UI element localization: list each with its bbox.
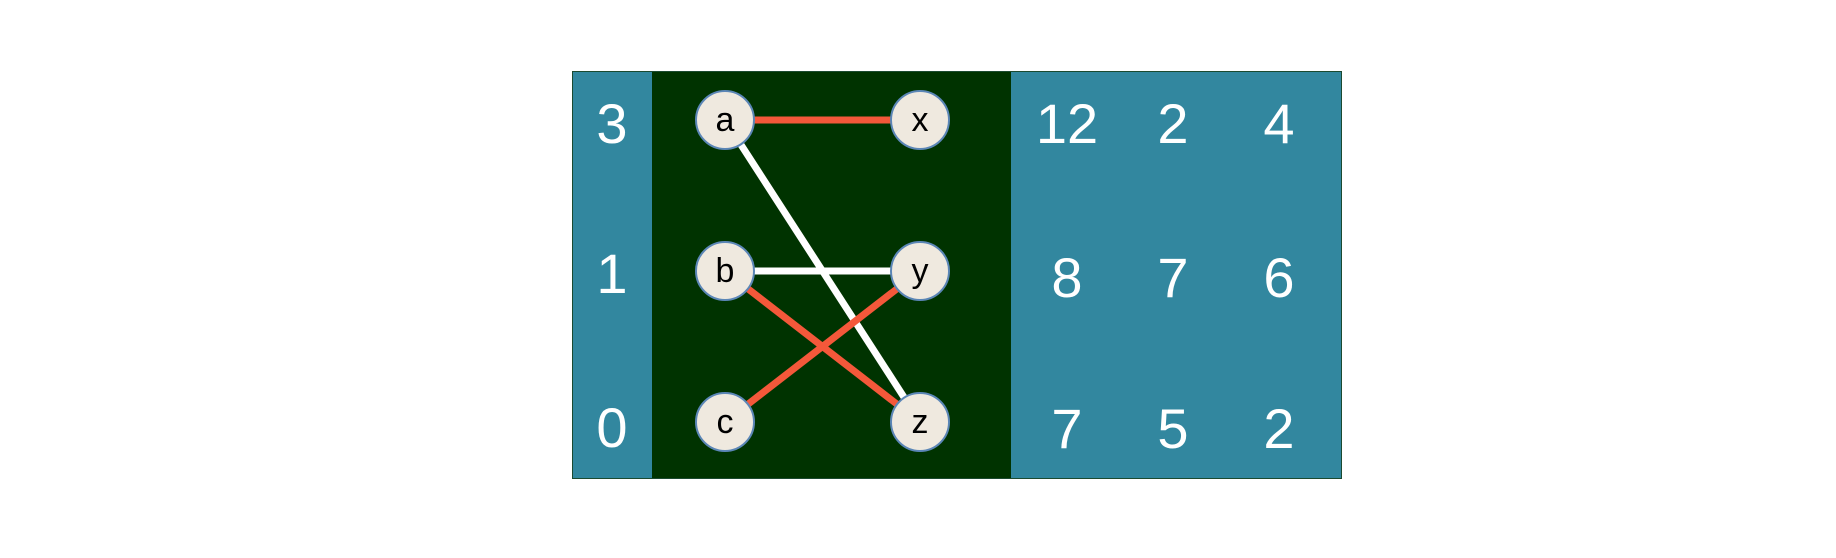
matrix-cell-1-2: 6 xyxy=(1263,246,1295,309)
node-b: b xyxy=(695,241,755,301)
bipartite-graph: a b c x y z xyxy=(695,90,950,452)
matrix-cell-0-0: 12 xyxy=(1035,92,1099,155)
node-c: c xyxy=(695,392,755,452)
node-circle-z xyxy=(890,392,950,452)
left-weight-a: 3 xyxy=(596,92,628,155)
matrix-cell-2-2: 2 xyxy=(1263,397,1295,460)
matrix-cell-1-0: 8 xyxy=(1051,246,1083,309)
matrix-cell-2-0: 7 xyxy=(1051,397,1083,460)
node-a: a xyxy=(695,90,755,150)
left-weight-c: 0 xyxy=(596,396,628,459)
node-circle-b xyxy=(695,241,755,301)
edge-c-y xyxy=(722,268,923,425)
matrix-cell-0-1: 2 xyxy=(1157,92,1189,155)
node-circle-x xyxy=(890,90,950,150)
node-label-x: x xyxy=(912,101,929,139)
node-circle-a xyxy=(695,90,755,150)
node-y: y xyxy=(890,241,950,301)
node-label-a: a xyxy=(716,101,735,139)
node-label-c: c xyxy=(717,403,734,441)
matrix-cell-2-1: 5 xyxy=(1157,397,1189,460)
node-circle-c xyxy=(695,392,755,452)
node-label-b: b xyxy=(716,252,735,290)
node-z: z xyxy=(890,392,950,452)
weight-matrix: 12 2 4 8 7 6 7 5 2 xyxy=(1011,72,1341,478)
left-weight-b: 1 xyxy=(596,242,628,305)
matrix-cell-1-1: 7 xyxy=(1157,246,1189,309)
node-x: x xyxy=(890,90,950,150)
node-circle-y xyxy=(890,241,950,301)
matrix-cell-0-2: 4 xyxy=(1263,92,1295,155)
node-label-y: y xyxy=(912,252,929,290)
diagram-frame: 3 1 0 12 2 4 8 7 6 7 5 2 a b c x y z xyxy=(572,71,1342,479)
left-weights-column: 3 1 0 xyxy=(573,72,652,478)
node-label-z: z xyxy=(912,403,929,441)
